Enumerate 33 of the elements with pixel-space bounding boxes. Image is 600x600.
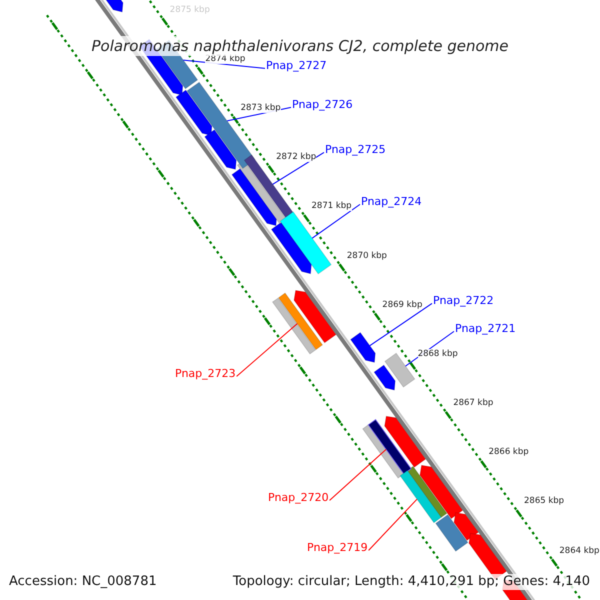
gene-block (384, 352, 416, 388)
gene-label: Pnap_2723 (175, 367, 236, 380)
gene-block (400, 470, 442, 524)
scale-label: 2868 kbp (418, 348, 458, 359)
leader-line (329, 448, 387, 501)
gene-label: Pnap_2722 (433, 294, 494, 307)
gene-label: Pnap_2725 (325, 143, 386, 156)
scale-label: 2871 kbp (312, 201, 352, 212)
accession-text: Accession: NC_008781 (9, 574, 157, 590)
gene-label: Pnap_2724 (361, 195, 422, 208)
gene-block (278, 292, 324, 350)
gene-label: Pnap_2720 (268, 491, 329, 504)
leader-line (369, 302, 432, 346)
gene-label: Pnap_2719 (307, 541, 368, 554)
scale-label: 2867 kbp (453, 398, 494, 408)
leader-line (236, 323, 298, 377)
gene-label: Pnap_2726 (292, 98, 353, 111)
scale-label: 2865 kbp (524, 496, 564, 506)
scale-label: 2870 kbp (346, 250, 387, 260)
genome-info-text: Topology: circular; Length: 4,410,291 bp; Genes: 4,140 (232, 574, 590, 590)
leader-line (312, 204, 360, 239)
gene-label: Pnap_2721 (455, 322, 516, 335)
scale-label: 2866 kbp (488, 447, 529, 458)
leader-line (272, 152, 324, 185)
scale-label: 2864 kbp (559, 546, 600, 556)
scale-label: 2869 kbp (382, 300, 422, 310)
scale-label: 2873 kbp (240, 102, 281, 113)
leader-line (368, 498, 418, 551)
gene-block (280, 211, 332, 274)
scale-label: 2872 kbp (276, 152, 316, 162)
gene-feature (350, 332, 376, 363)
gene-label: Pnap_2727 (266, 59, 327, 72)
gene-block (368, 418, 412, 475)
